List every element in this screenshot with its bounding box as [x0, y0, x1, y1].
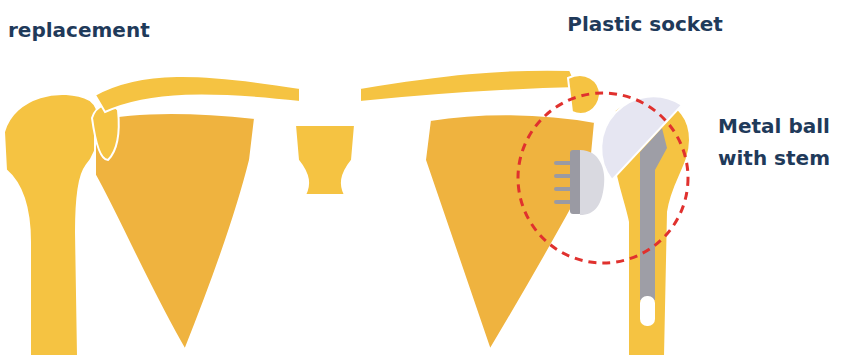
part-label: Plastic socket [560, 8, 730, 40]
highlight-circle [518, 93, 688, 263]
stem-tip [640, 296, 655, 326]
left-scapula [95, 113, 255, 350]
diagram-title: replacement [8, 14, 150, 46]
socket-pegs [556, 163, 572, 202]
implant-stem [640, 128, 667, 300]
left-clavicle [95, 76, 300, 112]
left-humerus [4, 94, 100, 356]
sternum [295, 125, 355, 195]
plastic-socket [580, 150, 604, 215]
part-label: Metal ball with stem [698, 110, 850, 174]
metal-ball [601, 96, 682, 180]
right-scapula [425, 114, 595, 350]
right-clavicle [360, 70, 578, 102]
left-glenoid [92, 105, 119, 160]
